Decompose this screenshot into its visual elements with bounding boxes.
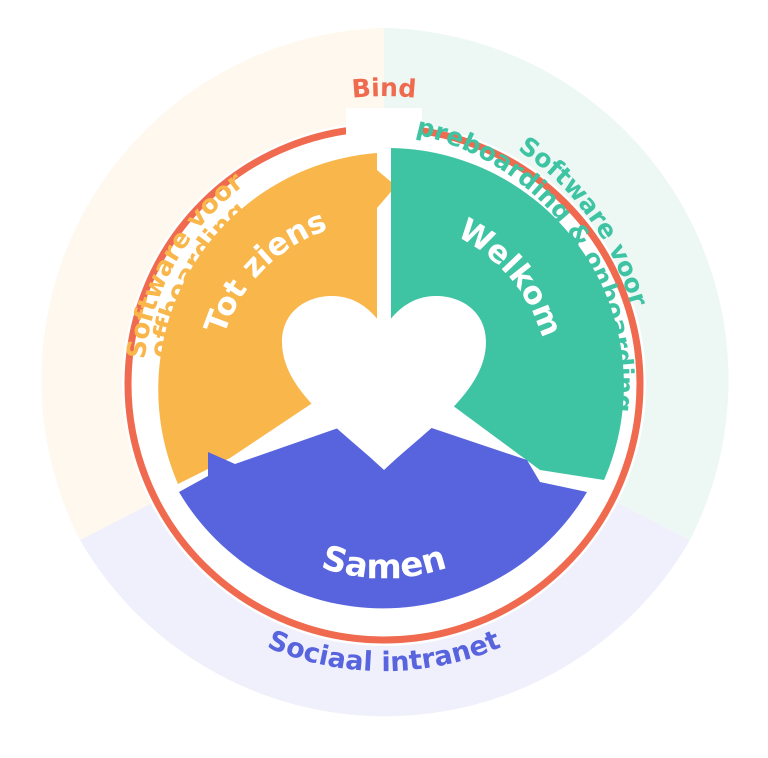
tot-ziens-segment: [158, 153, 396, 484]
bind-label: Bind: [351, 73, 418, 104]
bind-label-background: [346, 108, 422, 138]
heart-icon: [282, 296, 486, 470]
samen-segment: [179, 412, 587, 609]
